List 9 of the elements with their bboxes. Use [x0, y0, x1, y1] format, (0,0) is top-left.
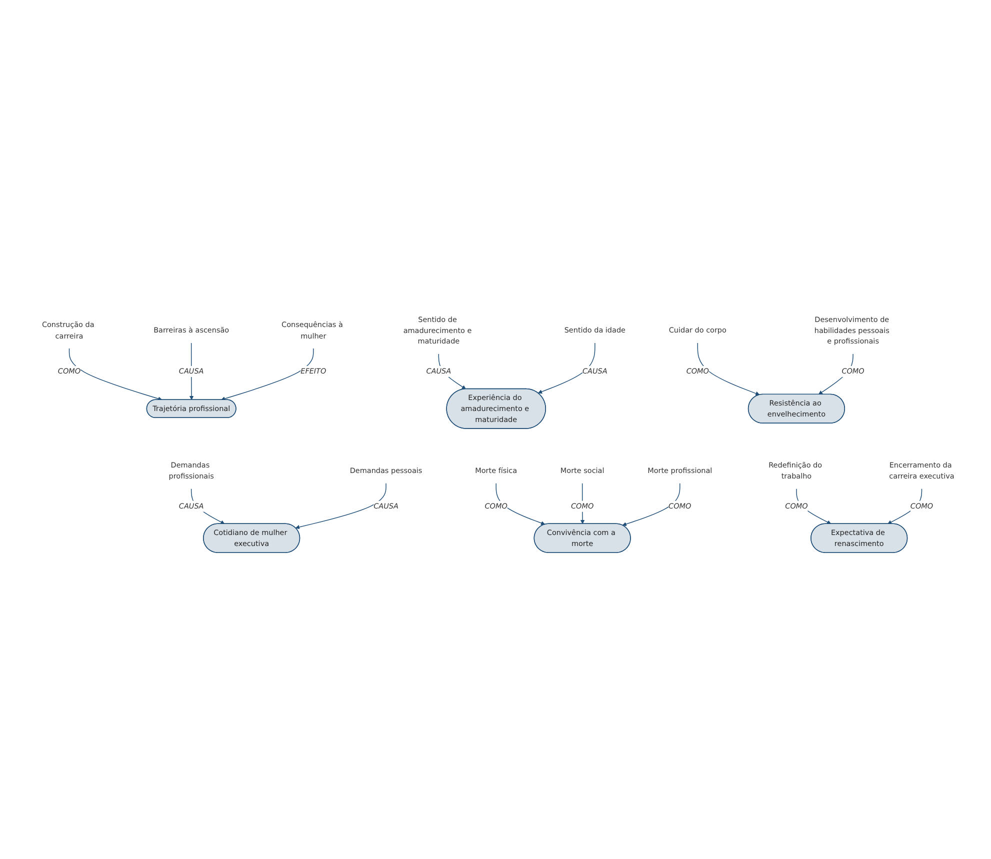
- arrow: [68, 348, 162, 401]
- arrow: [496, 482, 546, 525]
- arrow: [580, 482, 585, 524]
- arrow: [697, 342, 760, 396]
- arrow: [818, 353, 854, 394]
- arrow: [220, 348, 314, 401]
- arrow: [622, 482, 680, 526]
- arrow: [538, 342, 596, 394]
- arrow: [295, 482, 386, 529]
